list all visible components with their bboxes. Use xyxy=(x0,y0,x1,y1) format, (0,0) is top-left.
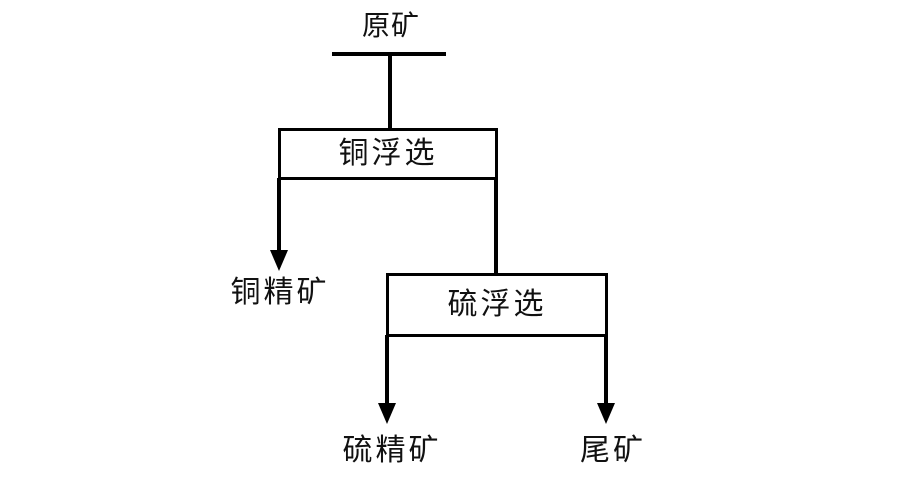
tailings-arrowhead xyxy=(597,403,615,424)
edge-rawore-to-copperflotation xyxy=(388,54,392,130)
copper-concentrate-label: 铜精矿 xyxy=(230,276,330,309)
raw-ore-label: 原矿 xyxy=(361,11,421,42)
edge-copperflotation-to-copperconcentrate xyxy=(277,178,281,252)
copper-flotation-label: 铜浮选 xyxy=(338,136,438,170)
tailings-label: 尾矿 xyxy=(580,434,646,467)
sulfur-flotation-box: 硫浮选 xyxy=(386,273,608,337)
sulfur-concentrate-arrowhead xyxy=(378,403,396,424)
edge-copperflotation-to-sulfurflotation xyxy=(494,178,498,276)
copper-concentrate-arrowhead xyxy=(270,250,288,271)
edge-sulfurflotation-to-sulfurconcentrate xyxy=(385,335,389,405)
sulfur-concentrate-label: 硫精矿 xyxy=(342,434,442,467)
edge-sulfurflotation-to-tailings xyxy=(604,335,608,405)
sulfur-flotation-label: 硫浮选 xyxy=(447,287,547,321)
copper-flotation-box: 铜浮选 xyxy=(278,128,498,180)
